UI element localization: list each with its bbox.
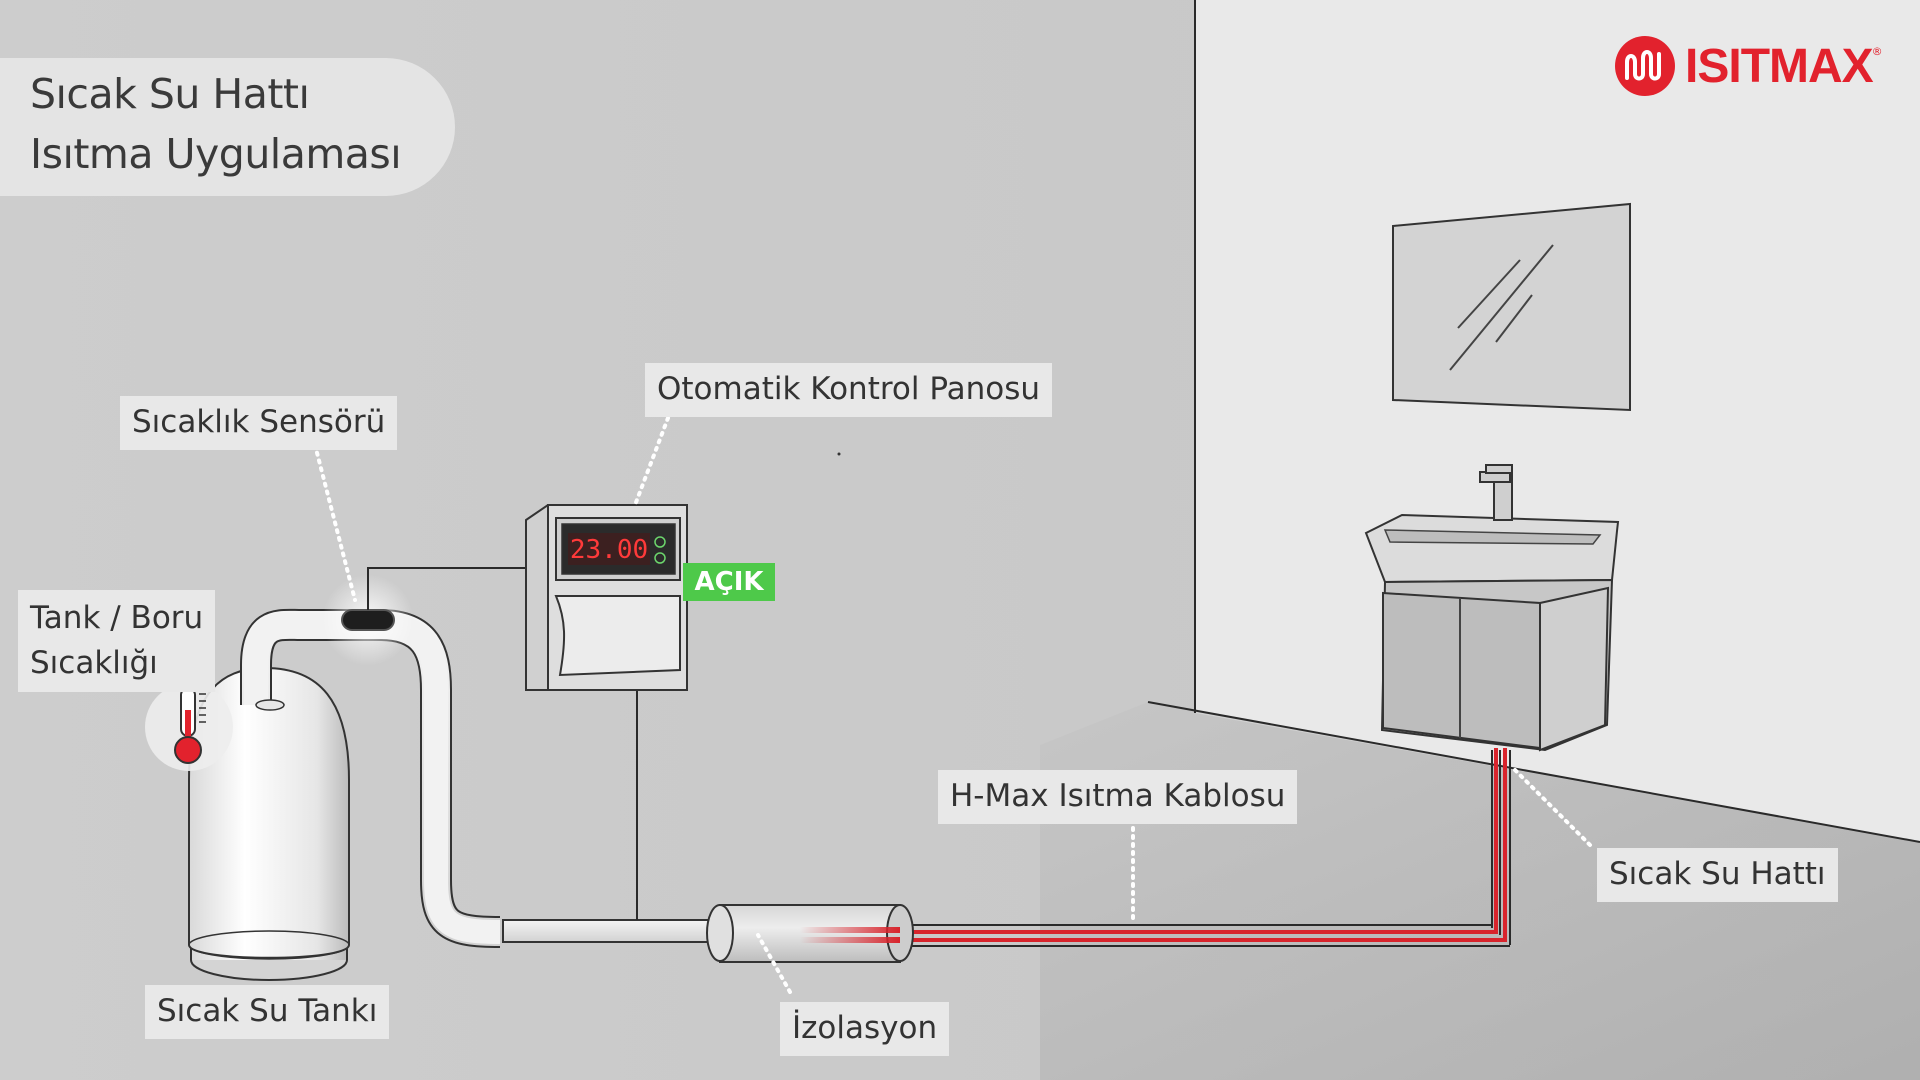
title-box: Sıcak Su Hattı Isıtma Uygulaması [0,58,455,196]
label-tank-pipe-temperature: Tank / Boru Sıcaklığı [18,590,216,692]
logo-mark-icon [1615,36,1675,96]
label-hot-water-line: Sıcak Su Hattı [1597,848,1838,902]
title-line-1: Sıcak Su Hattı [30,70,310,118]
leader-lines [313,416,1592,994]
registered-mark: ® [1871,44,1883,58]
insulation-cylinder [706,904,914,963]
mirror [1392,202,1631,412]
controller-display: 23.00 [570,535,648,565]
title-line-2: Isıtma Uygulaması [30,130,402,178]
label-tank-pipe-line-2: Sıcaklığı [30,644,158,681]
label-tank-pipe-line-1: Tank / Boru [30,600,204,636]
label-temperature-sensor: Sıcaklık Sensörü [120,396,398,450]
label-control-panel: Otomatik Kontrol Panosu [645,363,1053,417]
control-panel-box [525,504,688,691]
thermometer-icon [145,683,233,771]
sink-cabinet [1364,464,1620,752]
status-badge: AÇIK [683,563,775,601]
label-heating-cable: H-Max Isıtma Kablosu [938,770,1298,824]
sensor-icon [322,574,414,666]
label-hot-water-tank: Sıcak Su Tankı [145,985,390,1039]
logo-text: ISITMAX [1685,39,1874,93]
label-insulation: İzolasyon [780,1002,950,1056]
brand-logo: ISITMAX ® [1613,32,1883,100]
